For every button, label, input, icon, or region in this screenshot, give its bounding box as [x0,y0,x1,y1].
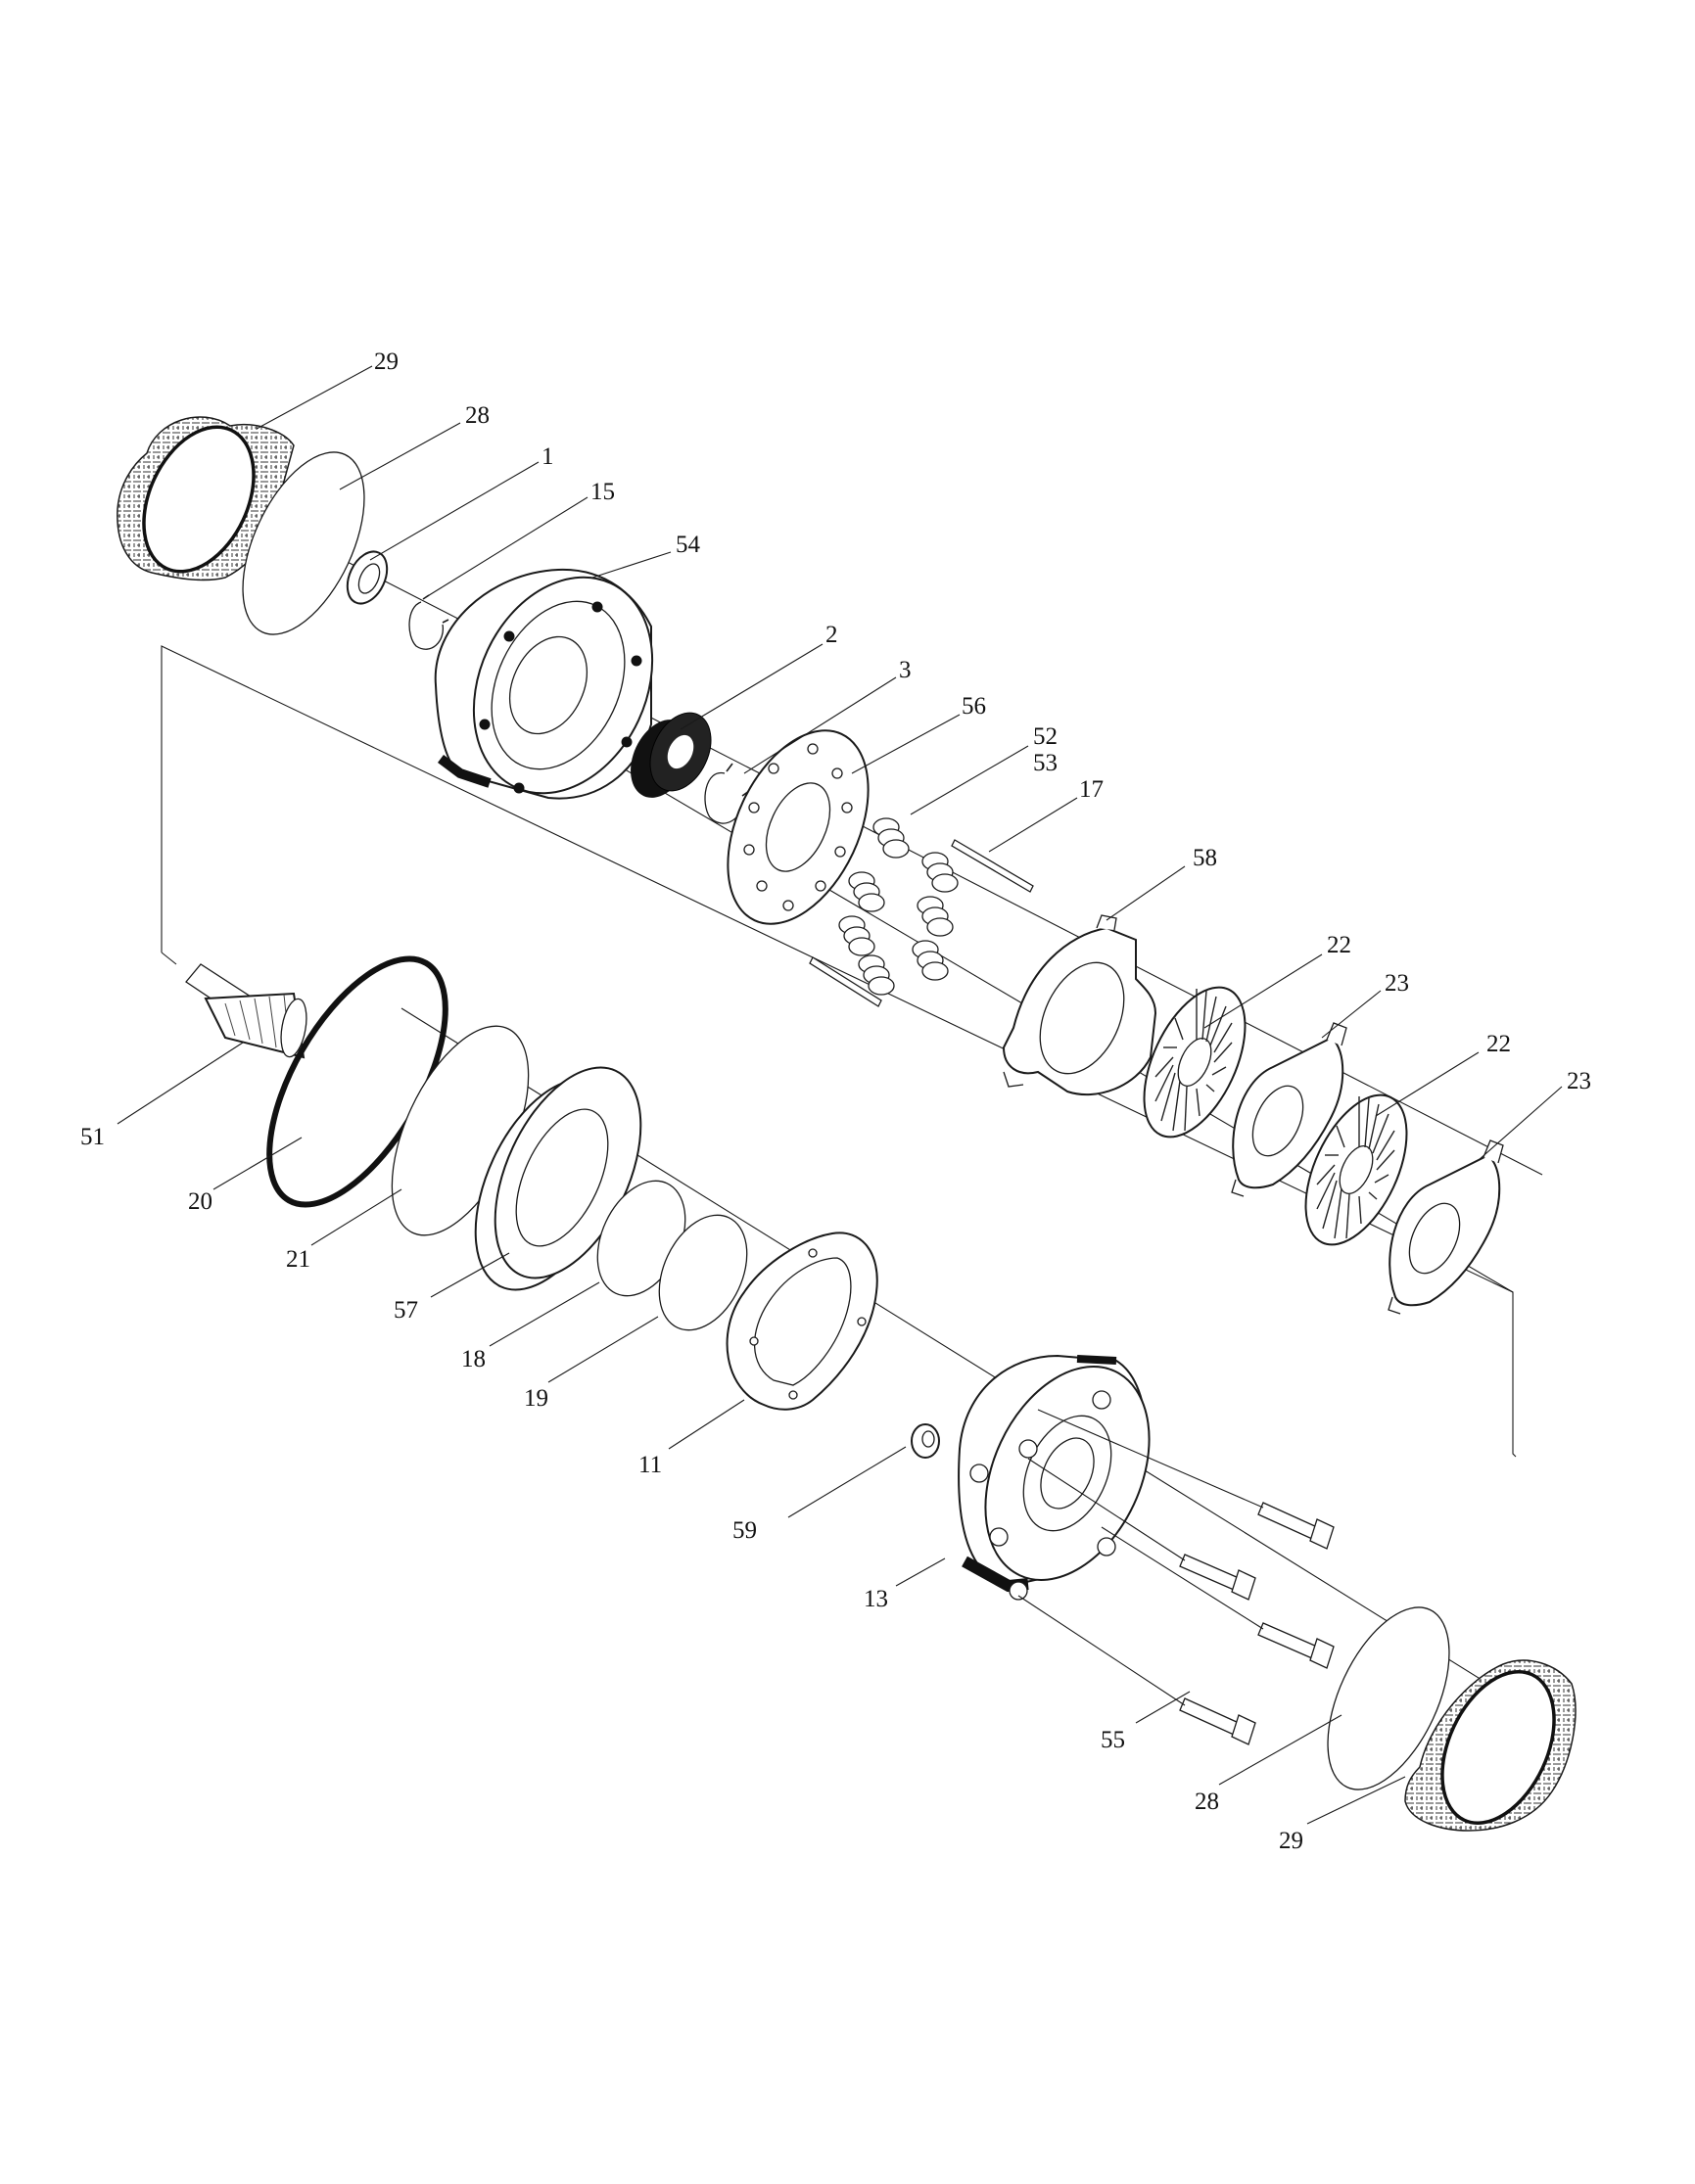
callout-2: 2 [825,622,838,648]
callout-22-upper: 22 [1327,932,1351,958]
callout-58: 58 [1193,845,1217,871]
callout-1: 1 [541,443,554,470]
bushing-1 [346,550,389,605]
callout-55: 55 [1101,1727,1125,1753]
callout-56: 56 [962,693,986,720]
tab-plate-23-lower [1388,1139,1504,1315]
callout-21: 21 [286,1246,310,1273]
callout-54: 54 [676,532,701,558]
bearing-2 [631,712,712,798]
bracket-58 [1002,914,1157,1096]
retaining-ring-3 [704,763,750,824]
disc-19 [658,1214,748,1331]
callout-29-upper: 29 [374,349,399,375]
callout-3: 3 [899,657,912,683]
callout-51: 51 [80,1124,105,1150]
callouts: 29 28 1 15 54 2 3 56 52 53 17 58 22 23 2… [80,349,1591,1854]
bolts-55 [1017,1409,1335,1745]
center-lines [148,459,1568,1734]
callout-23-upper: 23 [1385,970,1409,997]
callout-53: 53 [1033,750,1058,776]
leader-lines [117,365,1563,1825]
callout-57: 57 [394,1297,418,1324]
housing-54 [434,568,654,800]
end-cover-13 [958,1354,1151,1601]
callout-22-lower: 22 [1486,1031,1511,1057]
ring-gasket-11 [726,1231,878,1411]
friction-disc-22-lower [1304,1093,1408,1246]
tab-plate-23-upper [1231,1022,1347,1197]
callout-28-upper: 28 [465,402,490,429]
callout-20: 20 [188,1188,212,1215]
callout-15: 15 [590,479,615,505]
callout-29-lower: 29 [1279,1828,1303,1854]
friction-disc-22-upper [1143,986,1247,1138]
callout-23-lower: 23 [1567,1068,1591,1094]
gasket-29-upper [117,416,295,581]
plug-59 [911,1423,940,1459]
callout-17: 17 [1079,776,1104,803]
callout-59: 59 [732,1517,757,1544]
callout-13: 13 [864,1586,888,1612]
callout-18: 18 [461,1346,486,1372]
disc-28-lower [1327,1606,1450,1790]
shaft-51 [185,963,307,1059]
disc-28-upper [242,451,365,635]
callout-52: 52 [1033,723,1058,750]
gasket-29-lower [1404,1659,1577,1832]
plate-56 [727,729,870,925]
callout-28-lower: 28 [1195,1789,1219,1815]
snap-ring-15 [408,594,449,650]
callout-19: 19 [524,1385,548,1412]
pins-17 [809,839,1034,1007]
springs-52-53 [838,817,959,996]
callout-11: 11 [638,1452,662,1478]
